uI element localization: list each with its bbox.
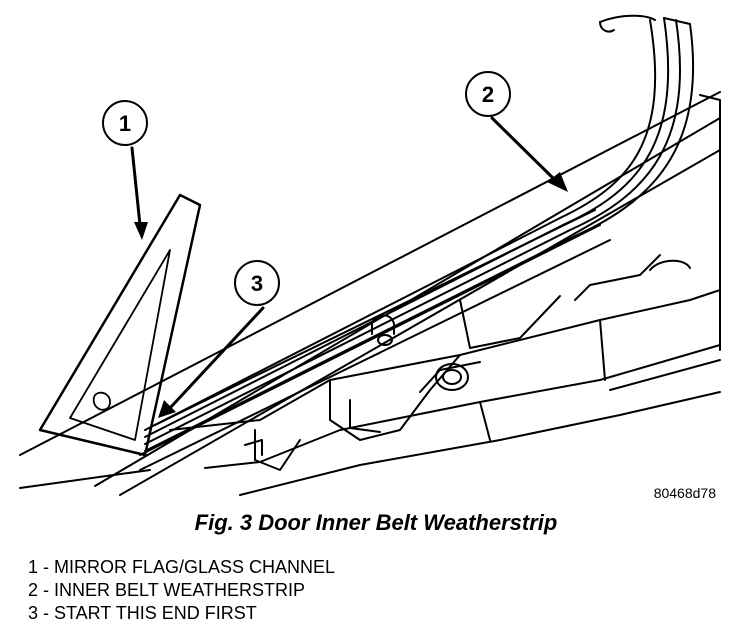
mounting-bracket: [649, 259, 691, 271]
inner-door-frame: [169, 254, 721, 496]
legend-item: 1 - MIRROR FLAG/GLASS CHANNEL: [28, 557, 336, 577]
callout-number-2: 2: [482, 82, 494, 107]
diagram-illustration: 1 2 3 80468d78: [19, 14, 721, 501]
reference-code: 80468d78: [654, 485, 717, 501]
callout-number-1: 1: [119, 111, 131, 136]
mounting-hole-2: [442, 369, 462, 385]
figure-caption: Fig. 3 Door Inner Belt Weatherstrip: [194, 510, 558, 535]
door-outer-panel: [19, 91, 721, 496]
mounting-holes: [244, 259, 691, 456]
arrow-head-1: [134, 222, 148, 240]
callout-circle-1: [102, 100, 148, 146]
legend-item: 2 - INNER BELT WEATHERSTRIP: [28, 580, 306, 600]
mounting-hole-1: [435, 363, 469, 391]
legend-list: 1 - MIRROR FLAG/GLASS CHANNEL 2 - INNER …: [28, 556, 335, 625]
arrow-heads: [134, 172, 568, 418]
arrow-2: [490, 116, 557, 182]
mirror-flag-glass-channel: [38, 193, 202, 457]
arrow-head-2: [547, 172, 568, 192]
arrow-1: [130, 146, 142, 227]
callout-circle-2: [465, 71, 511, 117]
leader-arrows: [130, 116, 557, 410]
inner-belt-weatherstrip: [144, 14, 695, 452]
arrow-head-3: [158, 400, 176, 418]
callout-number-3: 3: [251, 271, 263, 296]
callout-circle-3: [234, 260, 280, 306]
arrow-3: [168, 306, 265, 410]
legend-item: 3 - START THIS END FIRST: [28, 603, 257, 623]
mounting-hole-3: [377, 334, 393, 346]
